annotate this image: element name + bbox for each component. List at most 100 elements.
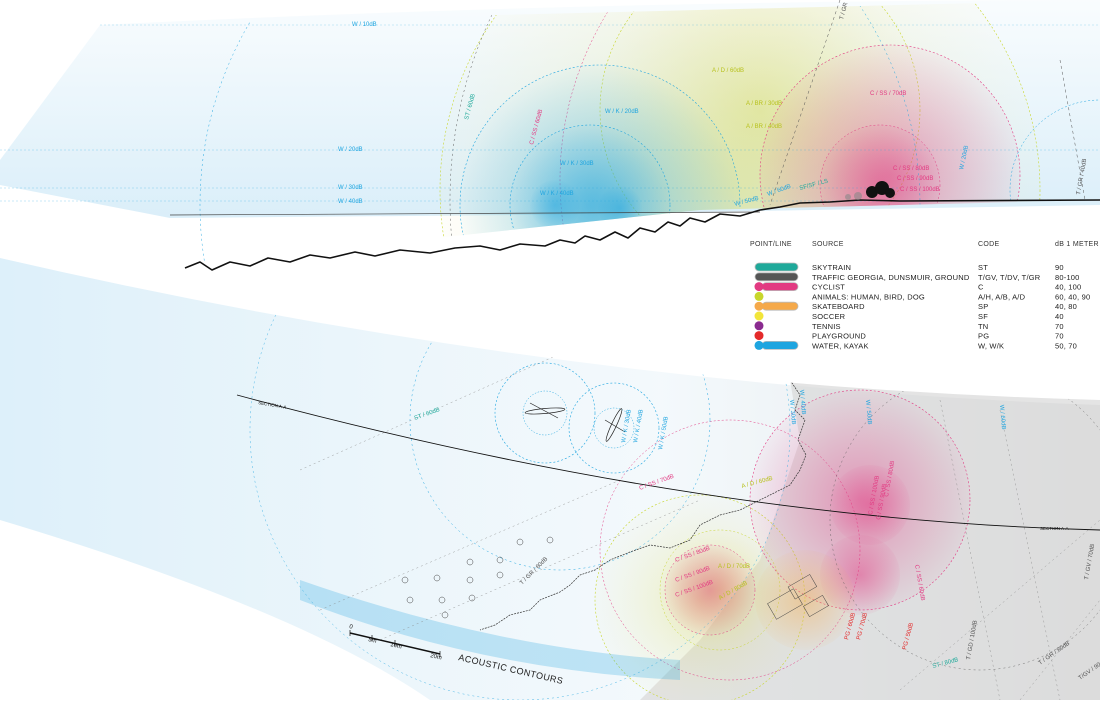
plan-cyclist-contour-left — [664, 544, 756, 636]
legend-point-swatch — [754, 282, 764, 292]
label-abr30: A / BR / 30dB — [746, 101, 782, 107]
legend-db: 50, 70 — [1055, 341, 1077, 350]
tree-dots — [401, 536, 554, 619]
kayak-plan-contour-b-inner — [593, 407, 635, 449]
label-css80: C / SS / 80dB — [893, 166, 929, 172]
legend-line-swatch — [761, 340, 799, 350]
legend-header-source: SOURCE — [812, 241, 844, 248]
ground-profile — [184, 199, 1100, 271]
label-w30: W / 30dB — [338, 185, 363, 191]
kayak-contour-small-b — [598, 186, 642, 230]
plan-label-ad70: A / D / 70dB — [718, 564, 750, 570]
scale-tick-5: 5m — [368, 637, 377, 645]
legend-db: 40, 80 — [1055, 302, 1077, 311]
legend-point-swatch — [754, 321, 764, 331]
legend-source: PLAYGROUND — [812, 332, 866, 341]
legend-row: SKATEBOARD SP 40, 80 — [754, 301, 1077, 311]
legend-source: TRAFFIC GEORGIA, DUNSMUIR, GROUND — [812, 273, 970, 282]
label-css90: C / SS / 90dB — [897, 176, 933, 182]
section-a-a-line — [236, 394, 1100, 531]
label-ad60: A / D / 60dB — [712, 68, 744, 74]
kayak-plan-contour-b — [568, 382, 660, 474]
legend-point-swatch — [754, 340, 764, 350]
plan-label-wk40: W / K / 40dB — [633, 409, 645, 443]
plan-label-wk50: W / K / 50dB — [658, 416, 670, 450]
plan-cyclist-contour-inner — [830, 465, 910, 545]
traffic-line — [769, 0, 841, 206]
legend-code: W, W/K — [978, 341, 1004, 350]
waterline — [169, 211, 761, 216]
legend-db: 70 — [1055, 332, 1064, 341]
building-footprints — [767, 574, 829, 620]
section-a-a-label-left: SECTION A-A — [258, 400, 287, 410]
legend-source: TENNIS — [812, 322, 841, 331]
scale-bar: 0 5m 10m 20m — [349, 624, 443, 661]
legend-code: SP — [978, 302, 988, 311]
legend-line-swatch — [761, 282, 799, 292]
legend-db: 40, 100 — [1055, 283, 1081, 292]
label-w10: W / 10dB — [352, 22, 377, 28]
legend-code: A/H, A/B, A/D — [978, 292, 1026, 301]
section-a-a-label-right: SECTION A-A — [1040, 526, 1069, 531]
plan-label-w50: W / 50dB — [864, 400, 872, 425]
legend-line-swatch — [754, 272, 799, 282]
label-w40: W / 40dB — [338, 199, 363, 205]
legend-code: SF — [978, 312, 988, 321]
legend-row: CYCLIST C 40, 100 — [754, 282, 1081, 292]
section-view: W / 10dB W / 20dB W / 30dB W / 40dB W / … — [0, 0, 1100, 271]
plan-label-w30: W / 30dB — [788, 400, 796, 425]
label-css70: C / SS / 70dB — [870, 91, 906, 97]
label-wk20: W / K / 20dB — [605, 109, 639, 115]
plan-playground-contour — [755, 550, 855, 650]
kayak-icon-b — [604, 408, 626, 442]
plan-label-wk30: W / K / 30dB — [621, 409, 633, 443]
legend-db: 60, 40, 90 — [1055, 292, 1090, 301]
legend-line-swatch — [761, 301, 799, 311]
legend-code: C — [978, 283, 984, 292]
legend-point-swatch — [754, 301, 764, 311]
legend-header-pointline: POINT/LINE — [750, 241, 792, 248]
legend-row: SOCCER SF 40 — [754, 311, 1064, 321]
traffic-contour — [449, 0, 1100, 265]
legend-point-swatch — [754, 291, 764, 301]
legend-row: WATER, KAYAK W, W/K 50, 70 — [754, 340, 1077, 350]
kayak-icon — [524, 402, 566, 419]
legend-row: PLAYGROUND PG 70 — [754, 331, 1064, 341]
water-plan-contour-wide — [249, 258, 791, 700]
shoreline — [479, 379, 807, 631]
kayak-plan-contour-a — [494, 362, 596, 464]
legend-source: SKATEBOARD — [812, 302, 865, 311]
legend-code: TN — [978, 322, 988, 331]
legend-source: CYCLIST — [812, 283, 845, 292]
label-abr40: A / BR / 40dB — [746, 124, 782, 130]
legend-header-code: CODE — [978, 241, 999, 248]
legend-line-swatch — [754, 262, 799, 272]
legend-row: TRAFFIC GEORGIA, DUNSMUIR, GROUND T/GV, T… — [754, 272, 1080, 282]
legend-db: 90 — [1055, 263, 1064, 272]
legend-code: T/GV, T/DV, T/GR — [978, 273, 1041, 282]
legend-code: ST — [978, 263, 988, 272]
legend-code: PG — [978, 332, 989, 341]
label-css100: C / SS / 100dB — [900, 187, 940, 193]
label-tgr-top: T / GR — [839, 1, 850, 20]
scale-tick-0: 0 — [349, 624, 354, 631]
tree-silhouettes — [845, 181, 895, 200]
legend-source: WATER, KAYAK — [812, 341, 869, 350]
legend: POINT/LINE SOURCE CODE dB 1 METER SKYTRA… — [745, 236, 1100, 366]
legend-point-swatch — [754, 311, 764, 321]
legend-db: 80-100 — [1055, 273, 1080, 282]
legend-background — [745, 236, 1100, 366]
plan-label-w40: W / 40dB — [798, 390, 806, 415]
legend-source: SOCCER — [812, 312, 846, 321]
label-wk30: W / K / 30dB — [560, 161, 594, 167]
legend-db: 40 — [1055, 312, 1064, 321]
plan-guides — [299, 344, 1100, 700]
plan-cyclist-contour-wide — [599, 419, 861, 681]
plan-water-band — [300, 580, 680, 680]
